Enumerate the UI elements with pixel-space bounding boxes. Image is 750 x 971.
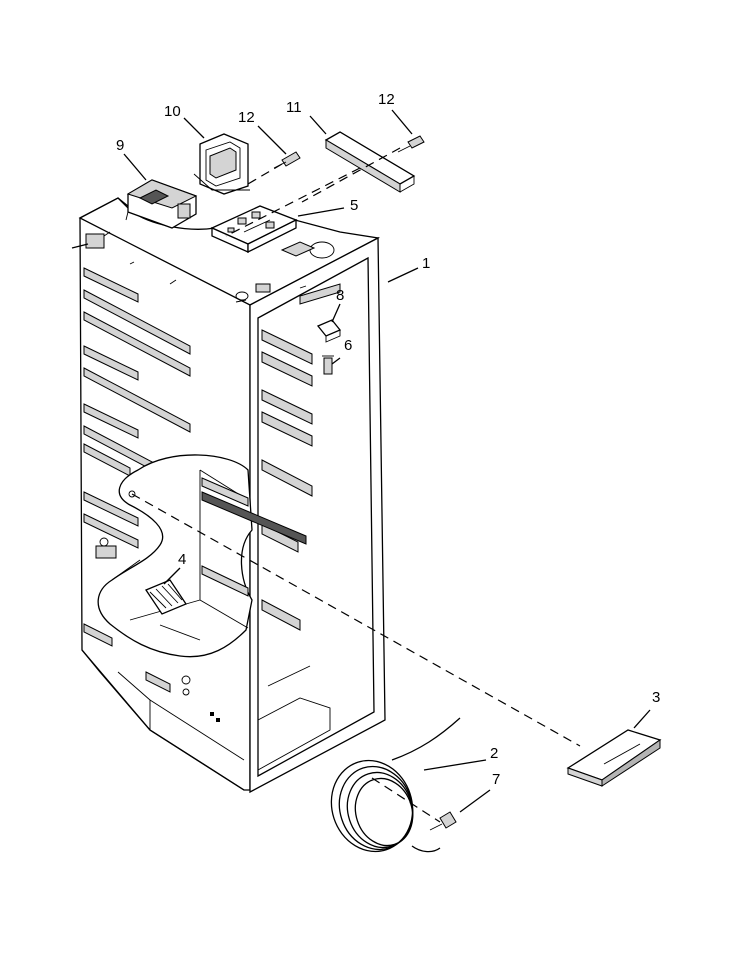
part-3-cover [566,729,662,787]
leader-lines [123,109,651,813]
callout-7: 7 [492,771,500,788]
part-4-vent [145,579,187,615]
callout-8: 8 [336,287,344,304]
callout-12-left: 12 [238,109,255,126]
part-9-housing [125,179,198,229]
callout-6: 6 [344,337,352,354]
cutaway-view [97,454,307,658]
callout-labels: 1 2 3 4 5 6 7 8 9 10 11 12 12 [116,91,660,788]
callout-4: 4 [178,551,186,568]
callout-10: 10 [164,103,181,120]
callout-2: 2 [490,745,498,762]
callout-9: 9 [116,137,124,154]
callout-11: 11 [286,99,302,116]
callout-3: 3 [652,689,660,706]
part-10-bracket [193,133,250,195]
part-12-screw-b [397,135,425,153]
part-6-screw [322,355,334,375]
callout-5: 5 [350,197,358,214]
callout-12-right: 12 [378,91,395,108]
assembly-lines [131,147,581,823]
callout-1: 1 [422,255,430,272]
part-5-control-board [210,205,298,254]
right-shelf-rails [261,283,341,631]
side-wall-holes [95,537,220,722]
part-12-screw-a [273,151,301,169]
part-7-screw [429,811,457,831]
part-11-strip [324,131,416,193]
top-panel-details [129,241,335,303]
part-1-liner [71,197,386,794]
left-shelf-rails [83,267,191,693]
part-8-clip [316,319,342,343]
